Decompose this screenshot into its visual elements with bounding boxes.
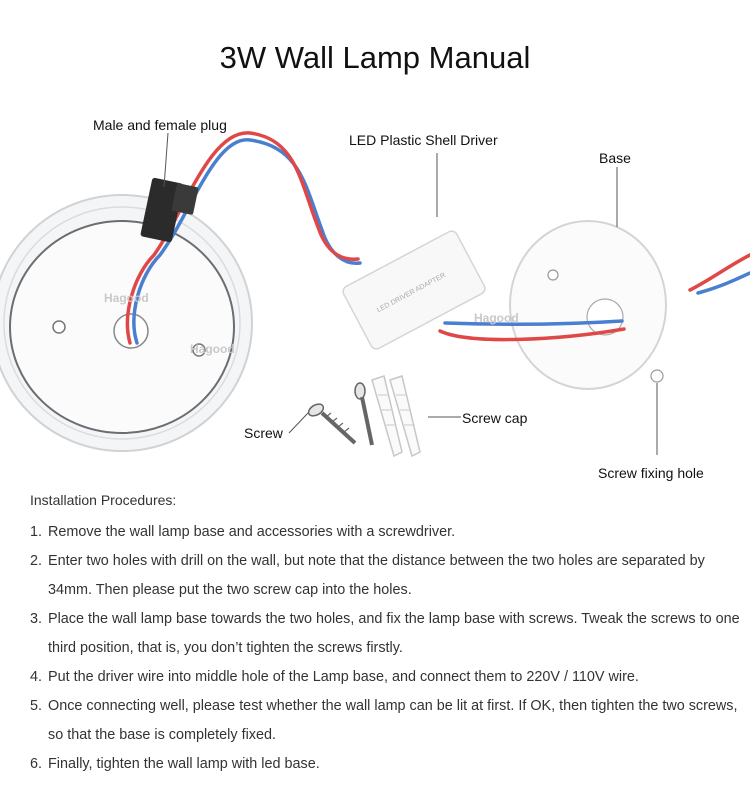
step-number: 5. — [30, 698, 43, 714]
step-number: 3. — [30, 611, 43, 627]
led-driver: LED DRIVER ADAPTER — [342, 230, 486, 350]
procedures-heading: Installation Procedures: — [30, 492, 177, 508]
watermark: Hagood — [104, 291, 149, 305]
watermark: Hagood — [190, 342, 235, 356]
step-text: Enter two holes with drill on the wall, … — [48, 553, 705, 598]
label-fixing-hole: Screw fixing hole — [598, 465, 704, 481]
screw-caps — [371, 375, 421, 458]
installation-procedures: Installation Procedures: 1. Remove the wa… — [30, 492, 745, 779]
label-plug: Male and female plug — [93, 117, 227, 133]
label-screw-cap: Screw cap — [462, 410, 528, 426]
step-number: 2. — [30, 553, 43, 569]
screws — [307, 382, 374, 446]
page-title: 3W Wall Lamp Manual — [219, 40, 531, 75]
step-number: 4. — [30, 669, 43, 685]
label-screw: Screw — [244, 425, 283, 441]
leader-lines — [163, 132, 658, 455]
plug-connector — [140, 177, 199, 243]
step-text: Remove the wall lamp base and accessorie… — [48, 524, 456, 540]
step-text: Put the driver wire into middle hole of … — [48, 669, 639, 685]
step-text: Finally, tighten the wall lamp with led … — [48, 756, 320, 772]
diagram-illustration: LED DRIVER ADAPTER — [0, 131, 750, 458]
watermark: Hagood — [474, 311, 519, 325]
label-base: Base — [599, 150, 631, 166]
wires — [125, 131, 750, 345]
step-item: 2. Enter two holes with drill on the wall… — [30, 547, 745, 605]
step-text: Once connecting well, please test whethe… — [48, 698, 738, 743]
step-item: 1. Remove the wall lamp base and accessor… — [30, 518, 745, 547]
step-item: 4. Put the driver wire into middle hole o… — [30, 663, 745, 692]
step-number: 6. — [30, 756, 43, 772]
wiring-diagram: LED DRIVER ADAPTER Male and female plug … — [0, 95, 750, 481]
step-item: 6. Finally, tighten the wall lamp with le… — [30, 750, 745, 779]
step-item: 3. Place the wall lamp base towards the t… — [30, 605, 745, 663]
lamp-base — [509, 220, 667, 390]
label-driver: LED Plastic Shell Driver — [349, 132, 498, 148]
steps-list: 1. Remove the wall lamp base and accessor… — [30, 518, 745, 779]
step-text: Place the wall lamp base towards the two… — [48, 611, 740, 656]
step-item: 5. Once connecting well, please test whet… — [30, 692, 745, 750]
step-number: 1. — [30, 524, 43, 540]
